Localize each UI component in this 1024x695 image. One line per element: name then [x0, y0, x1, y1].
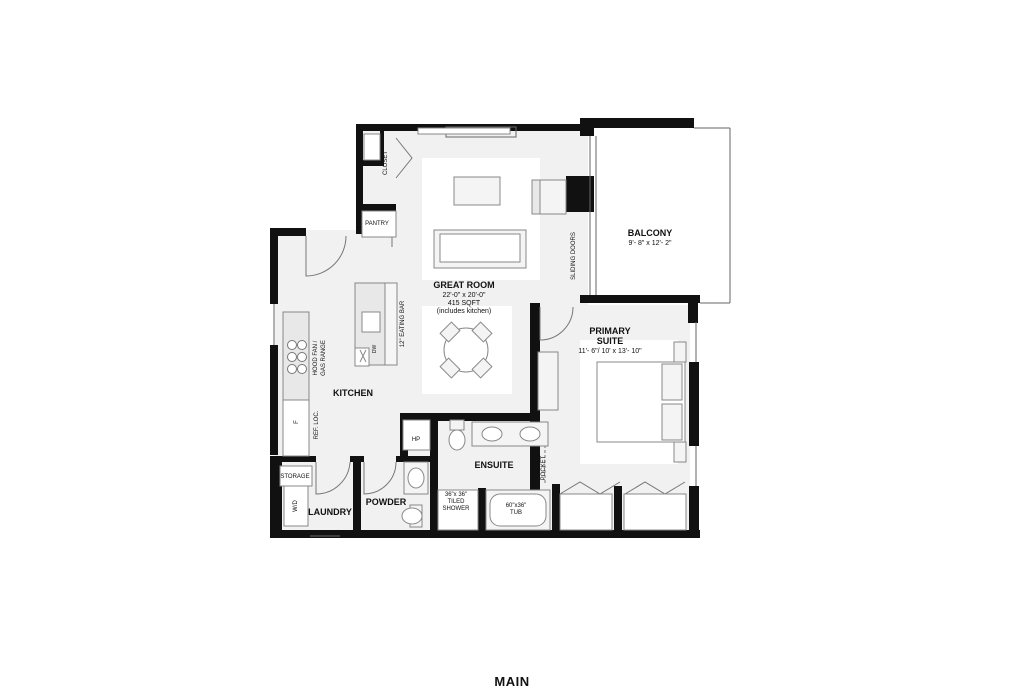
great-room-furniture	[417, 127, 567, 379]
shower-label-2: TILED	[447, 499, 465, 505]
fixture-labels: CLOSET PANTRY SLIDING DOORS 12" EATING B…	[280, 151, 577, 516]
great-room-area: 415 SQFT	[448, 300, 481, 307]
balcony-dims: 9'- 8" x 12'- 2"	[628, 240, 672, 247]
eating-bar-label: 12" EATING BAR	[400, 300, 406, 347]
entry-closet	[361, 133, 397, 238]
shower-label-1: 36"x 36"	[445, 492, 467, 498]
gas-range-burners	[287, 340, 307, 374]
closet-label: CLOSET	[383, 151, 389, 175]
dw-label: DW	[372, 345, 378, 354]
tub-label-1: 60"x36"	[506, 503, 527, 509]
pantry-label: PANTRY	[365, 221, 389, 227]
great-room-dims: 22'-0" x 20'-0"	[442, 292, 486, 299]
tub-label-2: TUB	[510, 510, 522, 516]
powder-name: POWDER	[366, 497, 407, 507]
laundry-name: LAUNDRY	[308, 507, 352, 517]
storage-label: STORAGE	[280, 474, 309, 480]
plan-title: MAIN	[494, 674, 530, 689]
great-room-note: (includes kitchen)	[437, 308, 491, 315]
room-labels: GREAT ROOM 22'-0" x 20'-0" 415 SQFT (inc…	[308, 228, 672, 517]
sliding-doors-label: SLIDING DOORS	[571, 232, 577, 280]
hp-label: HP	[412, 437, 420, 443]
ensuite-name: ENSUITE	[474, 460, 513, 470]
windows	[273, 126, 731, 537]
primary-suite-dims: 11'- 6"/ 10' x 13'- 10"	[578, 348, 642, 355]
wd-label: W/D	[293, 500, 299, 512]
bath-fixtures	[279, 419, 687, 531]
primary-suite-name-1: PRIMARY	[589, 326, 630, 336]
hood-label-1: HOOD FAN /	[313, 340, 319, 375]
shower-label-3: SHOWER	[443, 506, 471, 512]
pocket-label: POCKET	[541, 455, 547, 480]
great-room-name: GREAT ROOM	[433, 280, 494, 290]
bedroom-furniture	[537, 341, 687, 463]
fridge-label: F	[294, 420, 300, 424]
primary-suite-name-2: SUITE	[597, 336, 624, 346]
hood-label-2: GAS RANGE	[321, 340, 327, 376]
kitchen-name: KITCHEN	[333, 388, 373, 398]
balcony-name: BALCONY	[628, 228, 673, 238]
ref-loc-label: REF. LOC.	[314, 410, 320, 439]
